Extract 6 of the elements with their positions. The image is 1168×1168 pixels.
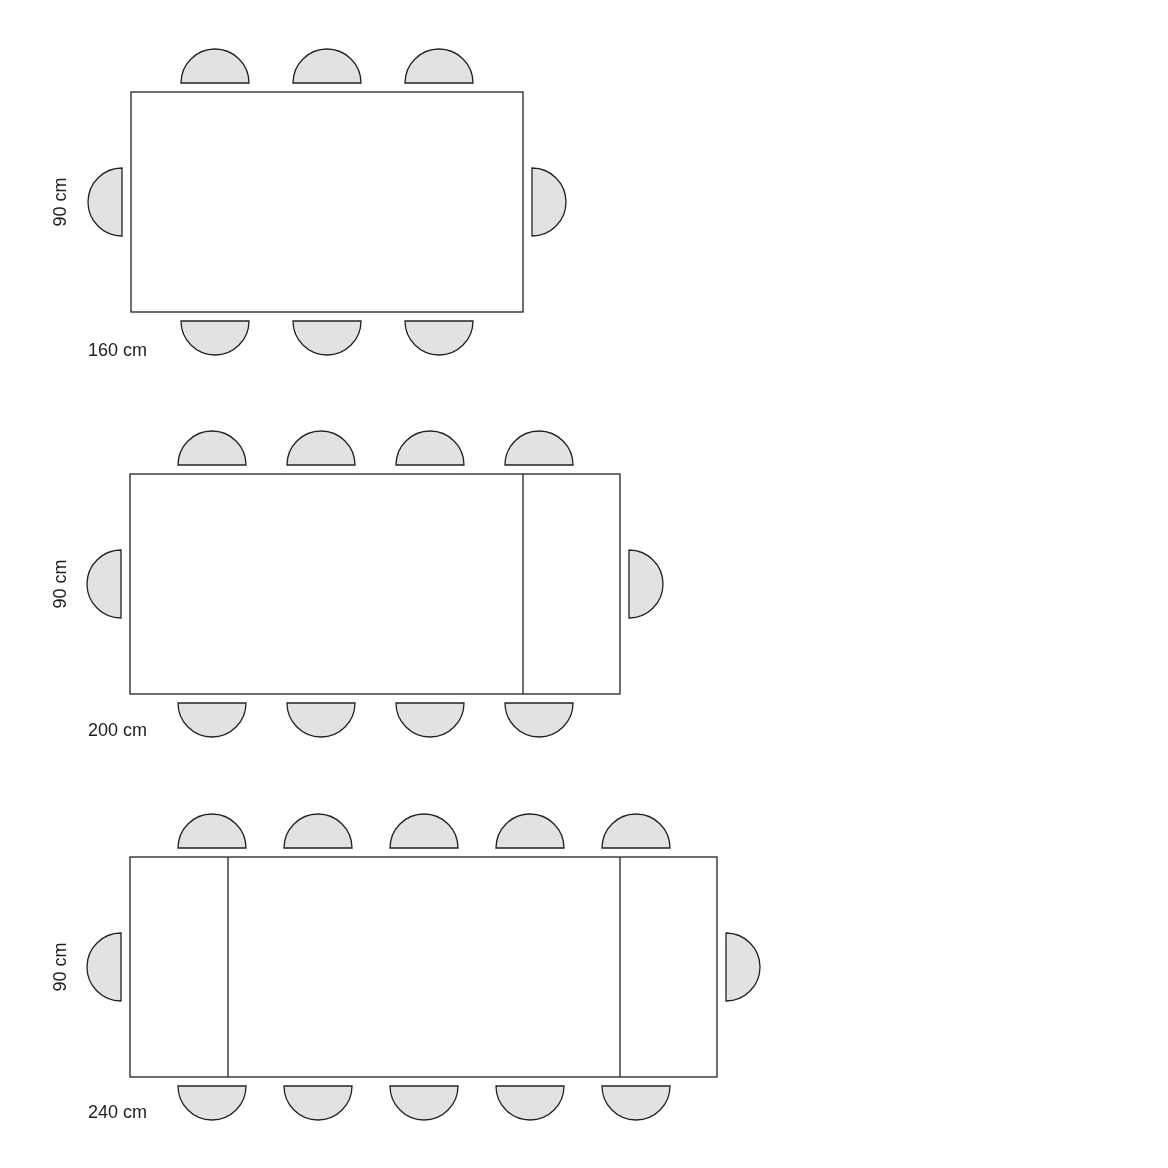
- length-dimension: 160 cm: [88, 341, 148, 359]
- depth-dimension: 90 cm: [51, 942, 69, 992]
- depth-dimension: 90 cm: [51, 177, 69, 227]
- length-dimension: 200 cm: [88, 721, 148, 739]
- length-dimension: 240 cm: [88, 1103, 148, 1121]
- depth-dimension: 90 cm: [51, 559, 69, 609]
